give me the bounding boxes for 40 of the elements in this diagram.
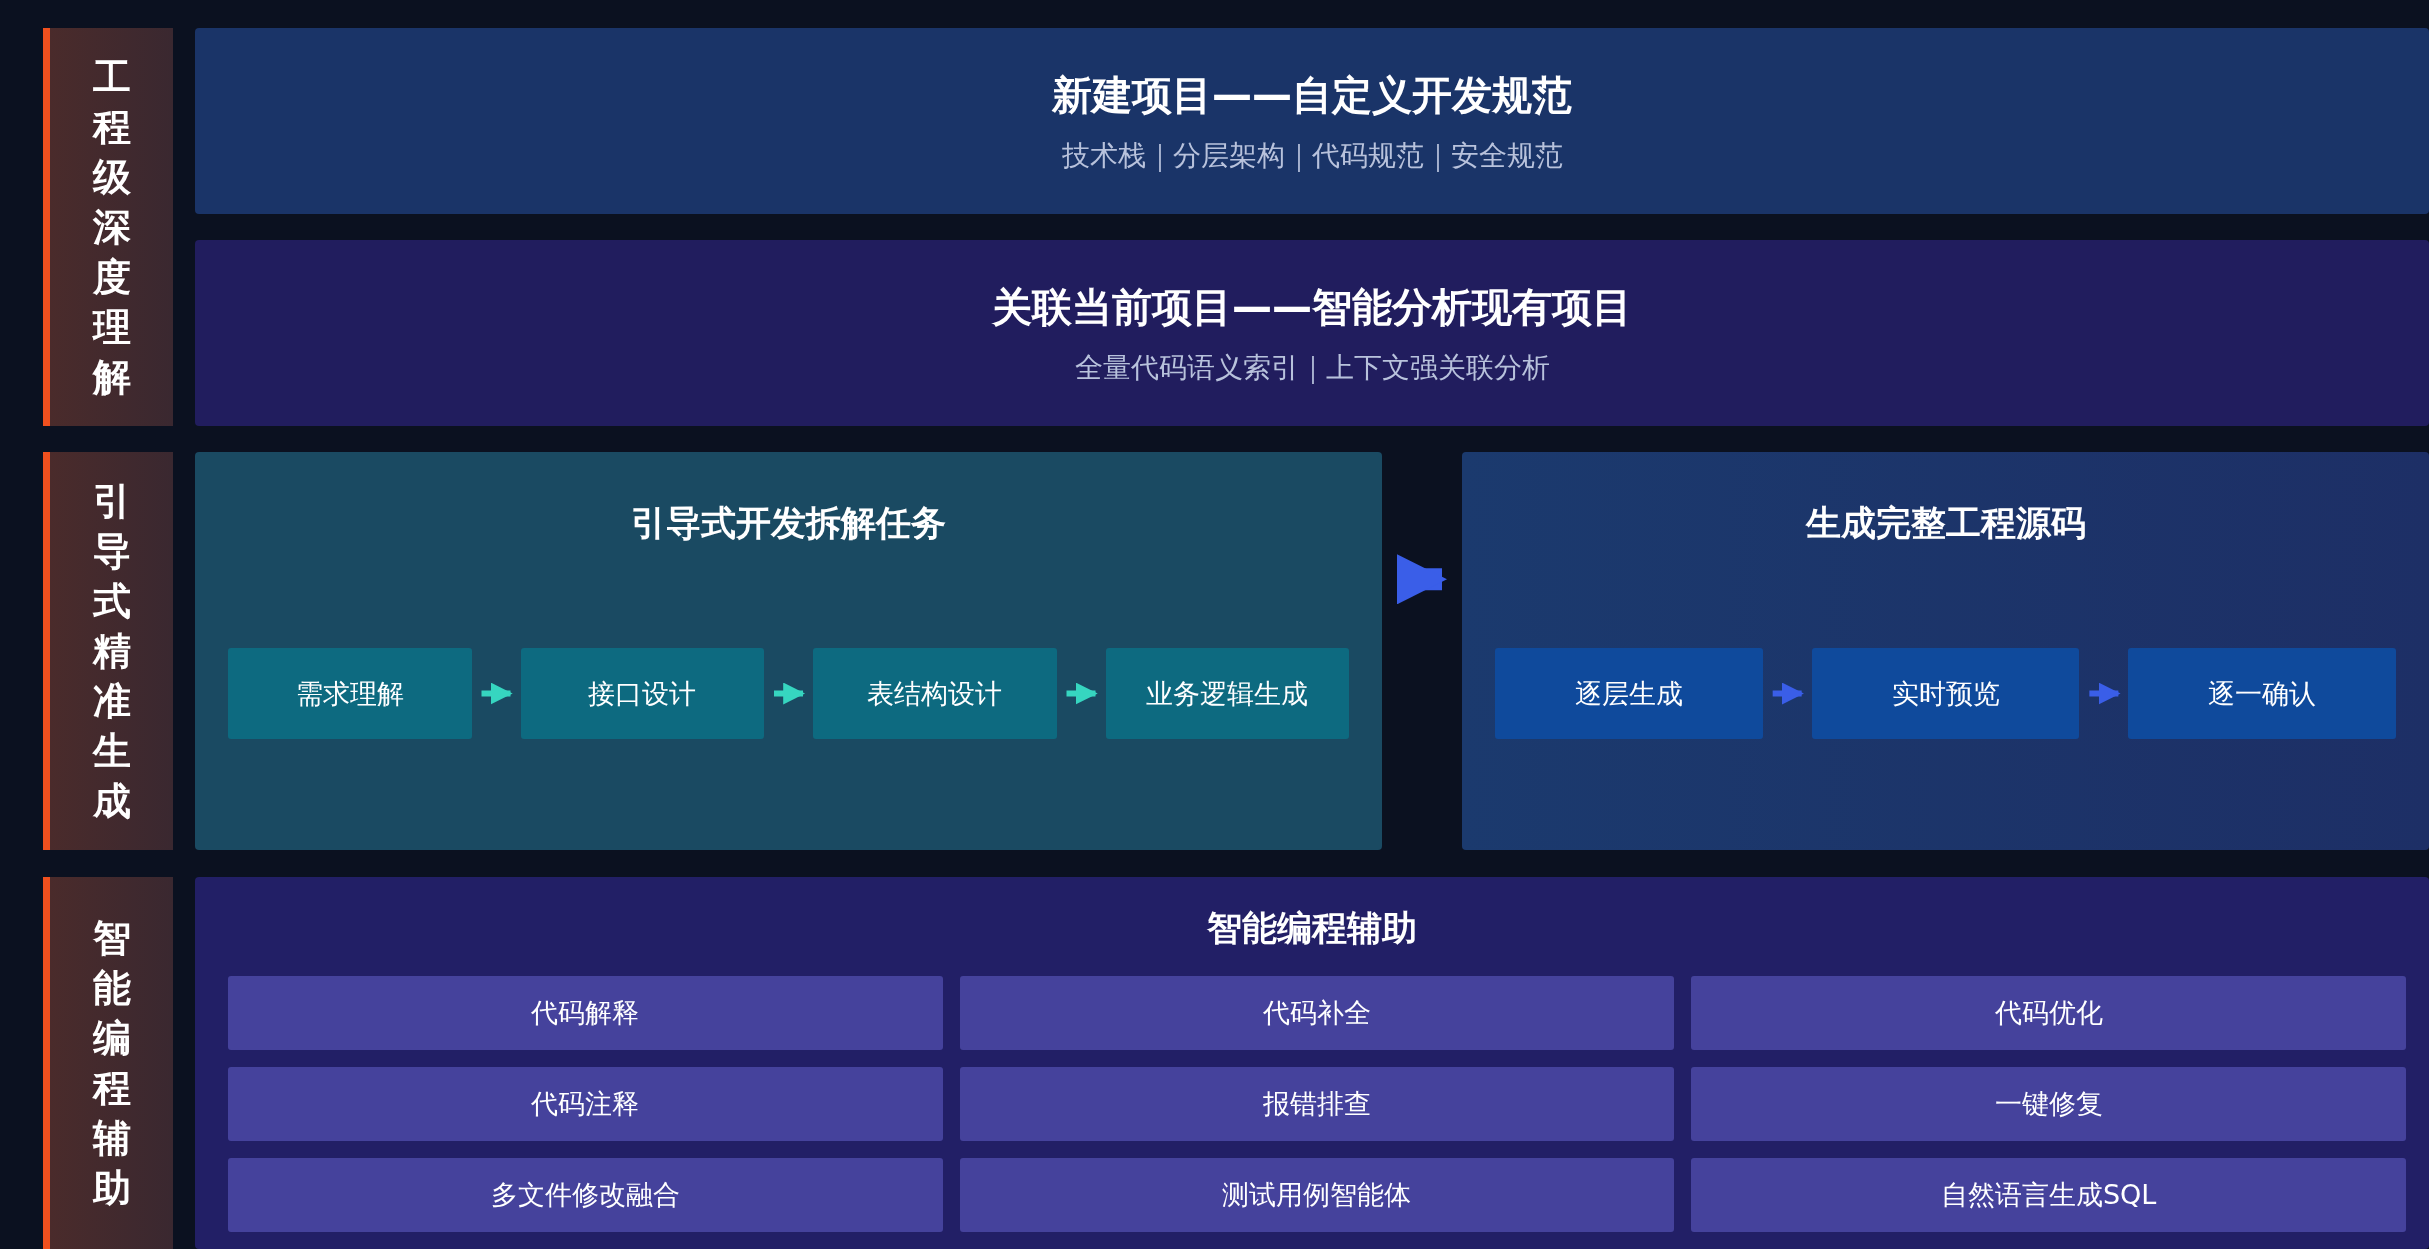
section-title: 智能编程辅助 xyxy=(1207,907,1417,950)
arrow xyxy=(1397,554,1447,605)
feature-box: 代码注释 xyxy=(228,1067,943,1141)
feature-box: 多文件修改融合 xyxy=(228,1158,943,1232)
section-title: 新建项目——自定义开发规范 xyxy=(1052,71,1572,120)
section-title: 生成完整工程源码 xyxy=(1805,502,2086,545)
step-box: 逐一确认 xyxy=(2128,648,2396,739)
arrow xyxy=(1772,682,1804,705)
section-subtitle: 技术栈｜分层架构｜代码规范｜安全规范 xyxy=(1061,138,1563,174)
side-label: 引导式精准生成 xyxy=(91,478,132,825)
side-label: 智能编程辅助 xyxy=(91,915,132,1212)
step-box: 需求理解 xyxy=(228,648,472,739)
section-panel xyxy=(195,28,2429,214)
feature-box: 报错排查 xyxy=(959,1067,1675,1141)
step-box: 逐层生成 xyxy=(1495,648,1763,739)
arrow xyxy=(481,682,513,705)
step-box: 业务逻辑生成 xyxy=(1105,648,1349,739)
feature-box: 自然语言生成SQL xyxy=(1691,1158,2406,1232)
step-box: 实时预览 xyxy=(1811,648,2080,739)
side-label-bar xyxy=(43,877,173,1249)
feature-box: 测试用例智能体 xyxy=(959,1158,1675,1232)
section-panel xyxy=(195,877,2429,1249)
section-title: 引导式开发拆解任务 xyxy=(631,502,946,545)
side-label-bar xyxy=(43,452,173,850)
feature-box: 代码优化 xyxy=(1691,976,2406,1050)
arrow xyxy=(774,682,806,705)
feature-box: 代码解释 xyxy=(228,976,943,1050)
feature-box: 代码补全 xyxy=(959,976,1675,1050)
section-title: 关联当前项目——智能分析现有项目 xyxy=(992,283,1632,332)
section-panel xyxy=(195,452,1382,850)
side-label-bar xyxy=(43,28,173,426)
feature-box: 一键修复 xyxy=(1691,1067,2406,1141)
step-box: 表结构设计 xyxy=(813,648,1057,739)
arrow xyxy=(2089,682,2121,705)
step-box: 接口设计 xyxy=(520,648,764,739)
section-panel xyxy=(195,240,2429,426)
side-label: 工程级深度理解 xyxy=(91,54,132,401)
section-panel xyxy=(1462,452,2429,850)
arrow xyxy=(1066,682,1098,705)
section-subtitle: 全量代码语义索引｜上下文强关联分析 xyxy=(1074,350,1550,386)
